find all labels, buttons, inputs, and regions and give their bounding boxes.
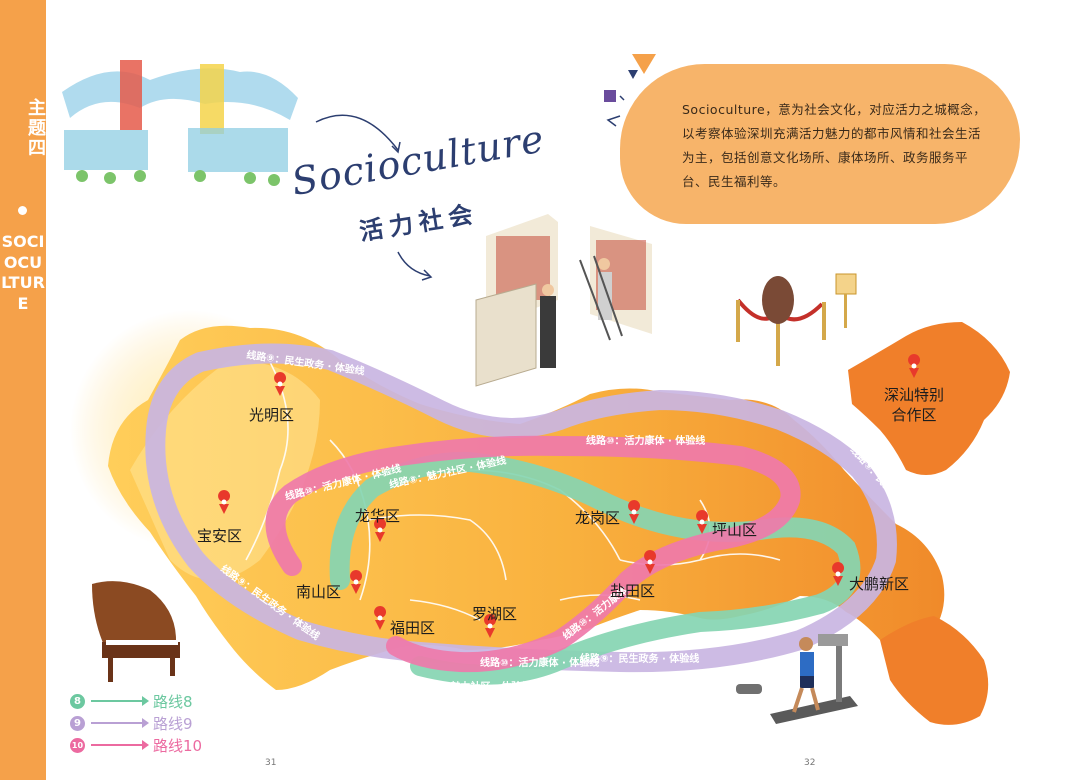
decor-triangle <box>632 54 656 74</box>
location-pin-icon <box>274 372 287 396</box>
decor-square <box>604 90 616 102</box>
piano-icon <box>92 581 180 682</box>
district-label-nanshan: 南山区 <box>296 583 342 601</box>
route-10-banner-bottom: 线路⑩：活力康体 · 体验线 <box>480 656 599 669</box>
person-icon <box>540 296 556 368</box>
location-pin-icon <box>218 490 231 514</box>
theme-sidebar: 主题四 SOCIOCULTURE <box>0 0 46 780</box>
route-8-arrow-icon <box>91 696 149 706</box>
page-number-right: 32 <box>804 758 816 768</box>
theme-label: 主题四 <box>25 98 46 158</box>
route-10-banner-right: 线路⑩：活力康体 · 体验线 <box>586 434 705 447</box>
location-pins <box>218 354 921 638</box>
route-legend: 8 路线8 9 路线9 10 路线10 <box>70 691 202 757</box>
museum-rope-icon <box>736 273 857 366</box>
district-label-longgang: 龙岗区 <box>575 509 621 527</box>
route-9-badge: 9 <box>70 715 85 731</box>
district-label-shenshan-line2: 合作区 <box>891 406 937 424</box>
route-9-label: 路线9 <box>153 714 193 733</box>
location-pin-icon <box>374 606 387 630</box>
district-label-yantian: 盐田区 <box>610 582 656 600</box>
dapeng-peninsula <box>880 616 989 725</box>
district-label-longhua: 龙华区 <box>355 507 401 525</box>
route-10-arrow-icon <box>91 740 149 750</box>
route-9-path <box>145 343 897 673</box>
location-pin-icon <box>484 614 497 638</box>
legend-item-route-8: 8 路线8 <box>70 691 202 711</box>
description-text: Socioculture，意为社会文化，对应活力之城概念，以考察体验深圳充满活力… <box>682 102 987 189</box>
location-pin-icon <box>350 570 363 594</box>
route-9-banner-bottom: 线路⑨：民生政务 · 体验线 <box>580 652 699 665</box>
location-pin-icon <box>644 550 657 574</box>
district-label-guangming: 光明区 <box>249 406 295 424</box>
district-label-dapeng: 大鹏新区 <box>849 575 910 593</box>
location-pin-icon <box>628 500 641 524</box>
district-label-shenshan: 深汕特别 合作区 <box>884 385 944 425</box>
route-8-banner-bottom: 线路⑧：魅力社区 · 体验线 <box>412 680 531 693</box>
bookshelf-icon <box>475 214 652 387</box>
city-gate-icon <box>62 60 298 186</box>
route-9-arrow-icon <box>91 718 149 728</box>
route-10-badge: 10 <box>70 737 85 753</box>
legend-item-route-9: 9 路线9 <box>70 713 202 733</box>
sidebar-dot <box>18 206 27 215</box>
location-pin-icon <box>908 354 921 378</box>
decor-arrow-bottom <box>397 251 431 277</box>
treadmill-icon <box>736 634 858 724</box>
district-label-luohu: 罗湖区 <box>472 605 518 623</box>
district-label-baoan: 宝安区 <box>197 527 243 545</box>
page-number-left: 31 <box>265 758 277 768</box>
location-pin-icon <box>696 510 709 534</box>
location-pin-icon <box>374 518 387 542</box>
shenshan-zone <box>848 322 1010 475</box>
district-label-futian: 福田区 <box>390 619 436 637</box>
route-8-path <box>329 451 861 685</box>
location-pin-icon <box>832 562 845 586</box>
route-10-label: 路线10 <box>153 736 203 755</box>
decor-arrow-top <box>315 114 399 151</box>
district-label-pingshan: 坪山区 <box>712 521 758 539</box>
legend-item-route-10: 10 路线10 <box>70 735 202 755</box>
description-bubble <box>620 64 1020 224</box>
route-8-label: 路线8 <box>153 692 193 711</box>
sidebar-vertical-word: SOCIOCULTURE <box>1 232 45 313</box>
route-10-path <box>265 435 801 673</box>
district-label-shenshan-line1: 深汕特别 <box>884 386 945 404</box>
route-8-badge: 8 <box>70 693 85 709</box>
